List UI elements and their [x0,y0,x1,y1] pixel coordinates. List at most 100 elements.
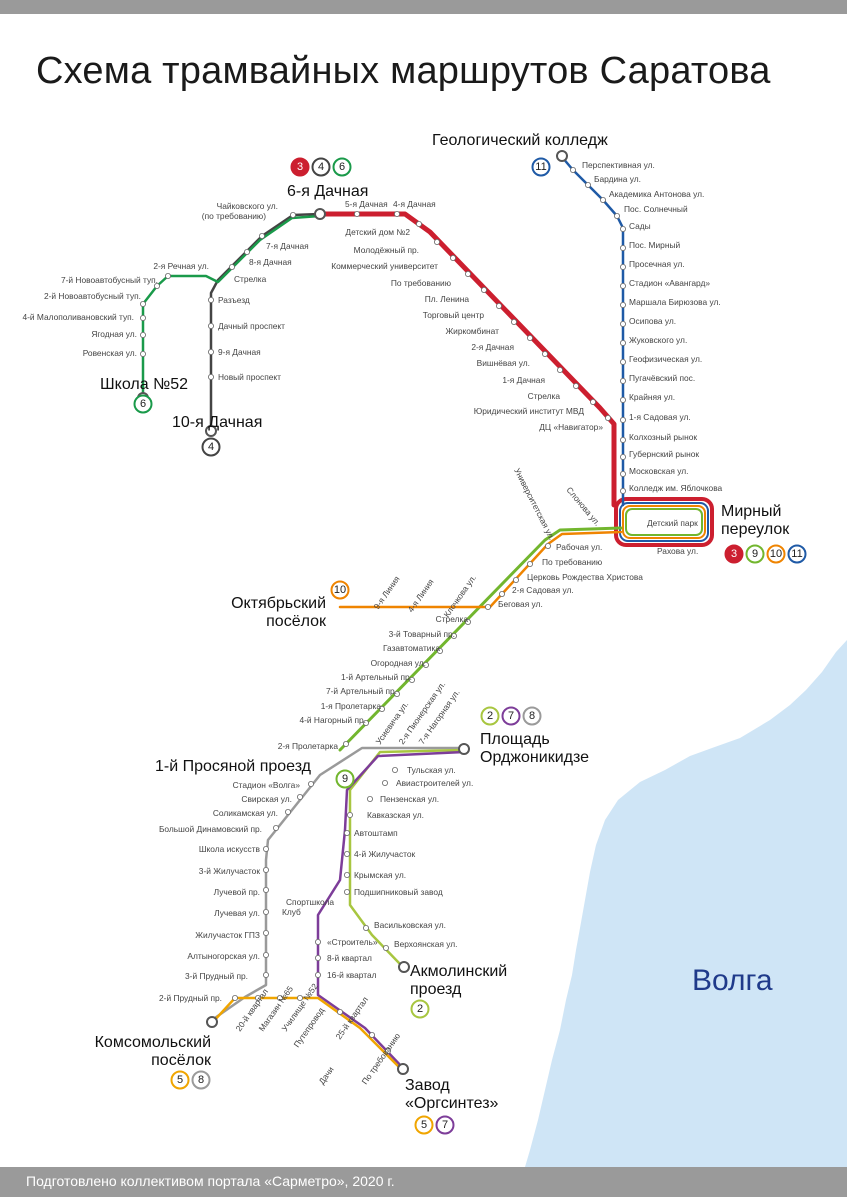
stop-marker [262,909,269,916]
route-badge-2: 2 [480,706,500,726]
stop-marker [393,691,400,698]
station-label: Газавтоматика [383,643,440,653]
terminus-marker [397,1063,409,1075]
route-6-line [141,214,322,397]
terminus-label-mirny: Мирный [721,503,781,520]
stop-marker [314,939,321,946]
stop-marker [262,887,269,894]
station-label: Дачный проспект [218,321,285,331]
stop-marker [464,270,471,277]
stop-marker [276,995,283,1002]
stop-marker [620,339,627,346]
stop-marker [336,1009,343,1016]
stop-marker [307,781,314,788]
route-badge-number: 6 [339,161,345,173]
stop-marker [510,318,517,325]
stop-marker [620,453,627,460]
station-label: Пугачёвский пос. [629,373,695,383]
stop-marker [296,794,303,801]
route-badge-number: 4 [208,441,214,453]
stop-marker [207,373,214,380]
stop-marker [262,867,269,874]
terminus-label-okt: посёлок [266,613,327,630]
station-label: Вишнёвая ул. [477,358,530,368]
stop-marker [139,350,146,357]
station-label: 7-й Артельный пр. [326,686,397,696]
stop-marker [366,796,373,803]
station-label: Авиастроителей ул. [396,778,473,788]
station-label: Кавказская ул. [367,810,424,820]
stop-marker [384,1048,391,1055]
stop-marker [231,995,238,1002]
route-badge-number: 4 [318,161,324,173]
stop-marker [139,331,146,338]
stop-marker [153,282,160,289]
station-label: Стрелка [436,614,469,624]
station-label: 7-й Новоавтобусный туп. [61,275,158,285]
stop-marker [557,366,564,373]
station-label: Школа искусств [199,844,261,854]
terminus-marker [314,208,326,220]
station-label: 2-я Пролетарка [278,741,339,751]
stop-marker [343,851,350,858]
terminus-label-sch52: Школа №52 [100,376,188,393]
station-label: Васильковская ул. [374,920,446,930]
stop-marker [296,995,303,1002]
stop-marker [620,301,627,308]
route-5-line [210,996,402,1070]
route-badge-2: 2 [410,999,430,1019]
station-label: Слонова ул. [564,485,602,528]
station-label: 4-я Дачная [393,199,436,209]
route-badge-3: 3 [724,544,744,564]
station-label: 2-й Новоавтобусный туп. [44,291,141,301]
station-label: Лучевая ул. [214,908,260,918]
stop-marker [408,677,415,684]
stop-marker [464,619,471,626]
stop-marker [433,238,440,245]
stop-marker [254,995,261,1002]
stop-marker [207,296,214,303]
terminus-label-koms: посёлок [151,1052,212,1069]
terminus-label-orgs: Завод [405,1077,450,1094]
route-badge-number: 7 [508,710,514,722]
route-badge-number: 2 [487,710,493,722]
stop-marker [362,925,369,932]
station-label: Алтыногорская ул. [187,951,260,961]
stop-marker [262,972,269,979]
station-label: 2-я Дачная [471,342,514,352]
route-badge-number: 2 [417,1003,423,1015]
map-title: Схема трамвайных маршрутов Саратова [36,50,771,92]
route-badge-number: 8 [198,1074,204,1086]
station-label: Чайковского ул. [217,201,278,211]
station-label: Большой Динамовский пр. [159,824,262,834]
station-label: Бардина ул. [594,174,641,184]
station-label: Сады [629,221,651,231]
stop-marker [393,210,400,217]
stop-marker [527,334,534,341]
top-bar [0,0,847,14]
stop-marker [314,972,321,979]
stop-marker [600,196,607,203]
station-label: Пл. Ленина [425,294,470,304]
stop-marker [343,872,350,879]
stop-marker [314,955,321,962]
stop-marker [620,225,627,232]
terminus-label-ordzh: Орджоникидзе [480,749,589,766]
river-label: Волга [692,964,773,997]
terminus-label-koms: Комсомольский [95,1034,211,1051]
station-label: Лучевой пр. [214,887,260,897]
stop-marker [368,1032,375,1039]
station-label: Жилучасток ГПЗ [195,930,260,940]
station-label: Стрелка [234,274,267,284]
route-badge-7: 7 [435,1115,455,1135]
station-label: Академика Антонова ул. [609,189,704,199]
stop-marker [620,244,627,251]
route-badge-number: 5 [177,1074,183,1086]
stop-marker [513,577,520,584]
station-label: Стадион «Волга» [233,780,301,790]
route-7-line [316,750,466,1070]
station-label: 4-й Жилучасток [354,849,416,859]
station-label: Беговая ул. [498,599,543,609]
route-badge-number: 10 [334,584,346,596]
stop-marker [262,846,269,853]
